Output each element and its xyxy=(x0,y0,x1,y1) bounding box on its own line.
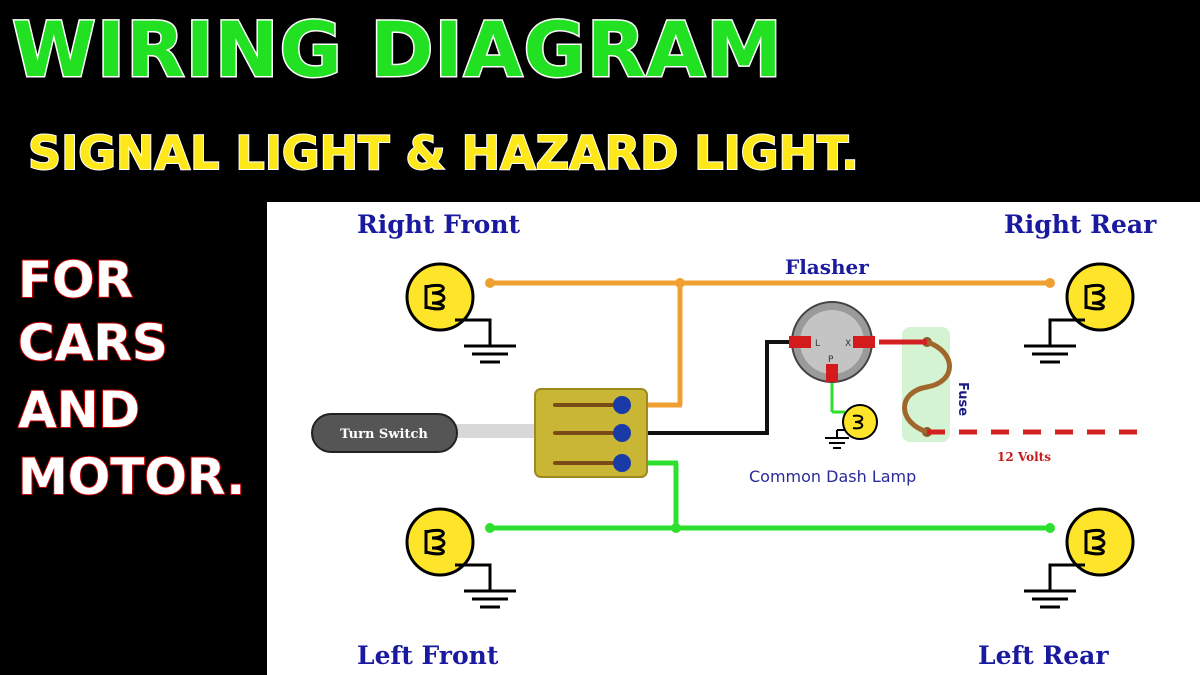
flasher-pin-p: P xyxy=(828,355,834,365)
left-front-label: Left Front xyxy=(357,641,499,670)
right-rear-lamp xyxy=(1022,262,1135,364)
flasher-unit: L X P xyxy=(789,301,875,383)
turn-switch: Turn Switch xyxy=(311,388,648,478)
right-front-lamp xyxy=(405,262,518,364)
right-front-label: Right Front xyxy=(357,210,521,239)
turn-switch-label: Turn Switch xyxy=(340,427,428,442)
side-text-line-4: MOTOR. xyxy=(17,448,246,506)
common-wire xyxy=(627,340,802,435)
left-front-lamp xyxy=(405,507,518,609)
wiring-diagram: Fuse L X P Tur xyxy=(267,202,1200,675)
page-title: WIRING DIAGRAM xyxy=(11,5,784,94)
page-subtitle: SIGNAL LIGHT & HAZARD LIGHT. xyxy=(27,126,860,180)
dash-lamp xyxy=(825,404,878,449)
side-text-line-2: CARS xyxy=(17,314,169,372)
dash-lamp-label: Common Dash Lamp xyxy=(749,467,916,486)
flasher-label: Flasher xyxy=(785,255,869,279)
flasher-pin-x: X xyxy=(845,339,851,349)
side-text-line-3: AND xyxy=(17,381,141,439)
right-rear-label: Right Rear xyxy=(1004,210,1157,239)
left-rear-label: Left Rear xyxy=(978,641,1109,670)
supply-voltage-label: 12 Volts xyxy=(997,450,1051,464)
left-rear-lamp xyxy=(1022,507,1135,609)
side-text-line-1: FOR xyxy=(17,251,134,309)
fuse-label: Fuse xyxy=(955,382,970,416)
flasher-pin-l: L xyxy=(815,339,820,349)
